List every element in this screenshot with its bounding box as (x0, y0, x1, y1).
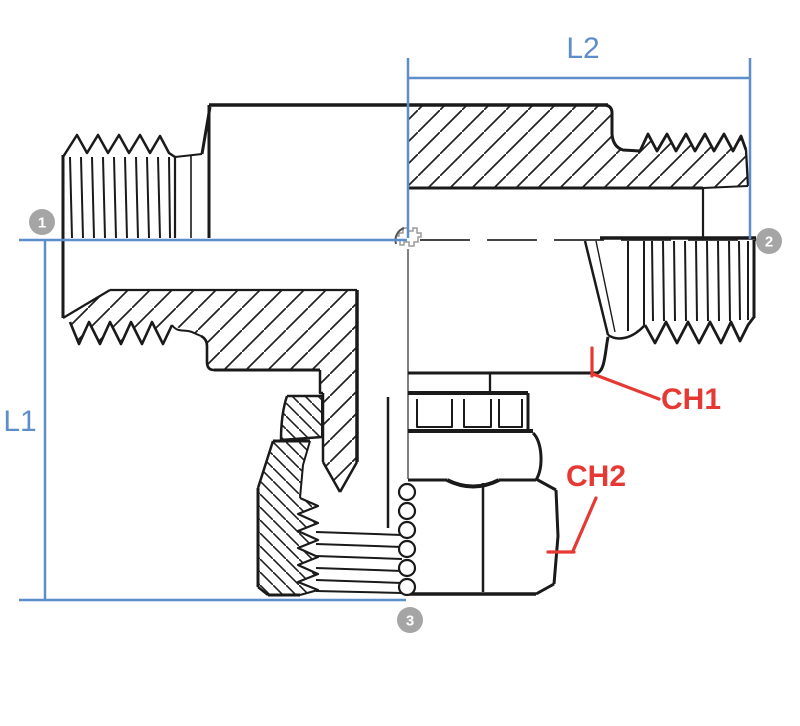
port-marker-1-label: 1 (38, 215, 46, 232)
chamfer-callouts (546, 346, 661, 554)
body-top-outline (61, 103, 750, 240)
right-port-thread (583, 236, 756, 345)
port-marker-3: 3 (397, 607, 423, 633)
ch1-leader (590, 346, 661, 401)
ch2-leader (546, 496, 598, 554)
ch2-label: CH2 (566, 460, 626, 493)
l2-dimension-label: L2 (566, 32, 599, 65)
l1-dimension-label: L1 (3, 405, 36, 438)
port-marker-2-label: 2 (765, 234, 773, 251)
swivel-nut-section (256, 394, 417, 597)
port-marker-3-label: 3 (406, 613, 414, 630)
section-hatching (63, 105, 748, 595)
ch1-label: CH1 (661, 383, 721, 416)
body-section-outline (61, 240, 359, 493)
centerlines (394, 227, 757, 479)
dimension-lines (19, 58, 752, 602)
sectioned-thread-wire (397, 482, 417, 597)
port-marker-1: 1 (29, 209, 55, 235)
branch-right-exterior (408, 336, 610, 596)
port-markers: 1 2 3 (29, 209, 782, 633)
port-marker-2: 2 (756, 228, 782, 254)
